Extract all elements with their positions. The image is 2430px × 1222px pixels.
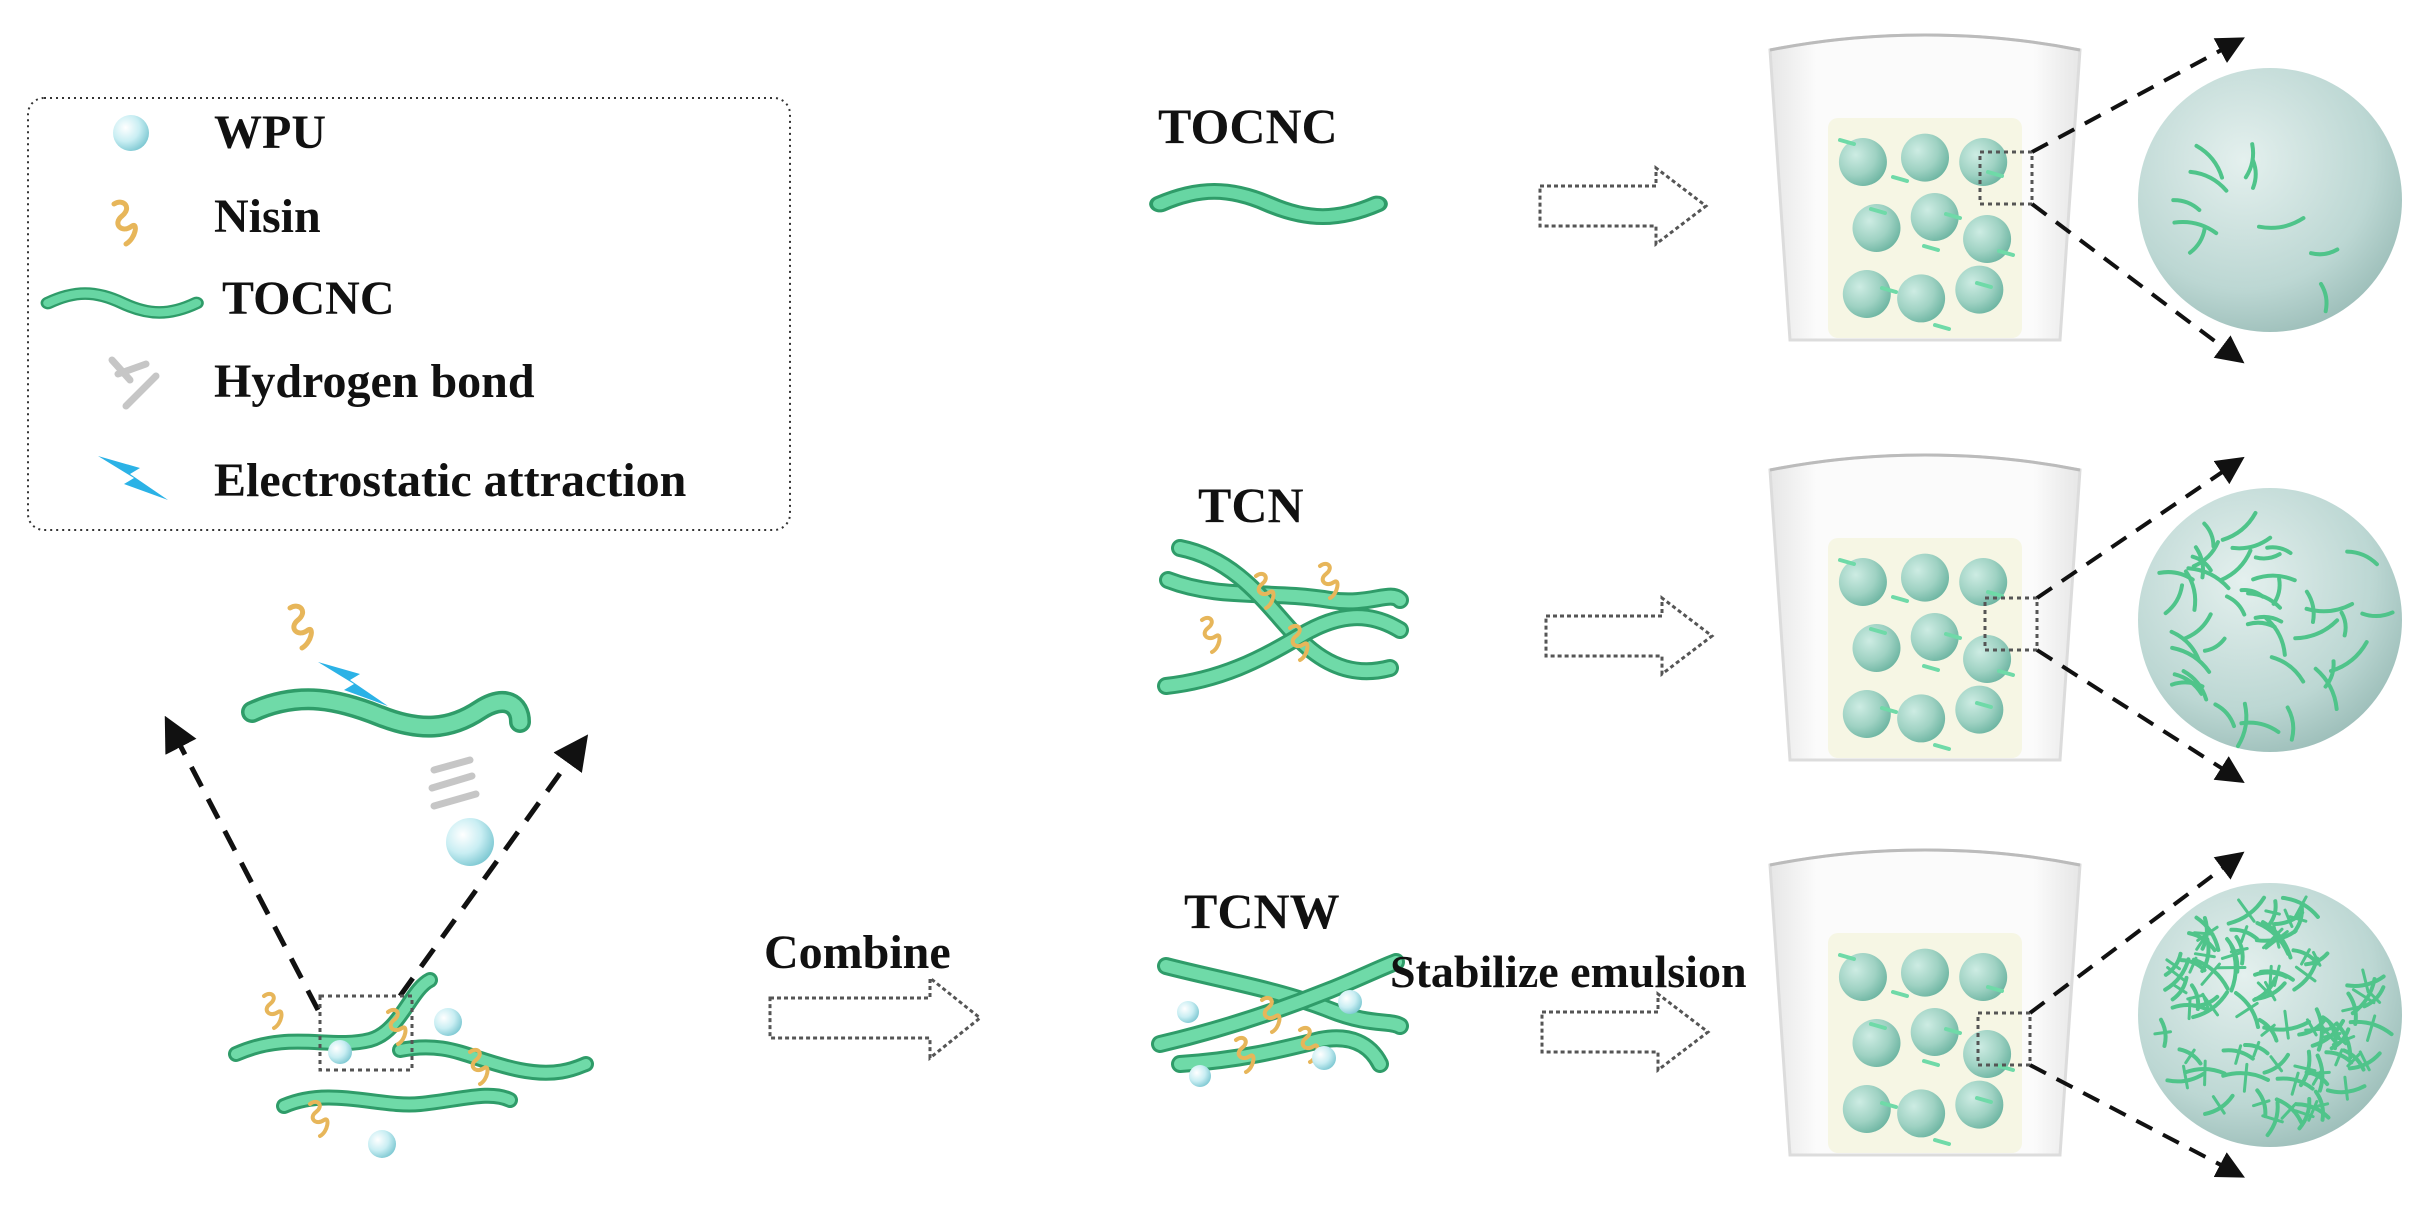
electrostatic-bolt xyxy=(318,662,388,706)
emulsion-droplet xyxy=(1852,1019,1901,1067)
zoom-box xyxy=(1976,1011,2032,1067)
tcn-network xyxy=(1157,539,1409,695)
emulsion-droplet xyxy=(1897,694,1946,743)
legend-label-wpu: WPU xyxy=(214,106,326,159)
tcnw-cluster xyxy=(228,972,594,1158)
hydrogen-bond-mark xyxy=(428,756,480,810)
emulsion-droplet xyxy=(1901,553,1949,602)
nisin-molecule xyxy=(287,603,314,651)
row-label-tcnw: TCNW xyxy=(1184,883,1340,939)
magnified-droplet-1 xyxy=(2138,68,2402,332)
emulsion-droplet xyxy=(1852,204,1901,252)
row-tocnc: TOCNC xyxy=(1158,98,1709,248)
row-tcn: TCN xyxy=(1157,477,1715,695)
zoom-selection-box xyxy=(318,994,414,1072)
magnified-droplet-3 xyxy=(2138,883,2402,1147)
emulsion-droplet xyxy=(1852,624,1901,672)
emulsion-droplet xyxy=(1955,265,2004,314)
emulsion-droplet xyxy=(1842,690,1891,738)
legend-box xyxy=(27,97,791,531)
emulsion-droplet xyxy=(1842,270,1891,318)
row-label-tcn: TCN xyxy=(1198,477,1304,533)
emulsion-droplet xyxy=(1959,138,2008,186)
row1-arrow xyxy=(1538,164,1709,248)
emulsion-droplet xyxy=(1959,558,2008,606)
combine-label: Combine xyxy=(764,926,951,979)
emulsion-droplet xyxy=(1897,1089,1946,1138)
combine-arrow xyxy=(768,974,983,1062)
emulsion-droplet xyxy=(1838,558,1887,606)
emulsion-droplet xyxy=(1901,133,1949,182)
legend-label-nisin: Nisin xyxy=(214,190,321,243)
legend-label-tocnc: TOCNC xyxy=(222,272,394,325)
beaker-1 xyxy=(1768,33,2402,364)
mechanism-detail xyxy=(164,603,594,1158)
emulsion-droplet xyxy=(1959,953,2008,1001)
emulsion-droplet xyxy=(1910,193,1959,241)
lightning-icon xyxy=(98,456,168,500)
legend-label-hydrogen-bond: Hydrogen bond xyxy=(214,355,535,408)
tocnc-fiber-icon xyxy=(48,294,196,313)
emulsion-droplet xyxy=(1901,948,1949,997)
emulsion-droplet xyxy=(1842,1085,1891,1133)
emulsion-droplet xyxy=(1955,1080,2004,1129)
hydrogen-bond-icon xyxy=(108,356,160,410)
emulsion-droplet xyxy=(1838,953,1887,1001)
row3-arrow xyxy=(1540,990,1711,1074)
emulsion-droplet xyxy=(1963,1030,2012,1078)
emulsion-droplet xyxy=(1963,215,2012,263)
magnified-droplet-2 xyxy=(2138,488,2402,752)
emulsion-droplet xyxy=(1955,685,2004,734)
emulsion-droplet xyxy=(1910,1008,1959,1056)
emulsion-droplet xyxy=(1910,613,1959,661)
emulsion-droplet xyxy=(1963,635,2012,683)
emulsion-droplet xyxy=(1838,138,1887,186)
row-tcnw: TCNW Stabilize emulsion xyxy=(1151,883,1747,1087)
zoom-box xyxy=(1983,596,2039,652)
beaker-2 xyxy=(1768,453,2402,784)
tcnw-network xyxy=(1151,953,1409,1087)
emulsion-droplet xyxy=(1897,274,1946,323)
wpu-sphere xyxy=(446,818,494,866)
zoomed-fiber xyxy=(241,688,531,738)
stabilize-emulsion-label: Stabilize emulsion xyxy=(1390,946,1747,997)
legend: WPU Nisin TOCNC Hydrogen bond Electrosta… xyxy=(27,97,791,531)
zoom-box xyxy=(1978,150,2034,206)
zoom-line-left xyxy=(164,715,321,1012)
wpu-sphere-icon xyxy=(113,115,149,151)
emulsion-beakers xyxy=(1768,33,2402,1178)
row2-arrow xyxy=(1544,594,1715,678)
beaker-3 xyxy=(1768,848,2402,1178)
nisin-squiggle-icon xyxy=(111,199,138,247)
row-label-tocnc: TOCNC xyxy=(1158,98,1338,154)
zoom-line-right xyxy=(397,734,589,998)
legend-label-electrostatic: Electrostatic attraction xyxy=(214,454,686,507)
tocnc-fiber xyxy=(1160,191,1377,216)
